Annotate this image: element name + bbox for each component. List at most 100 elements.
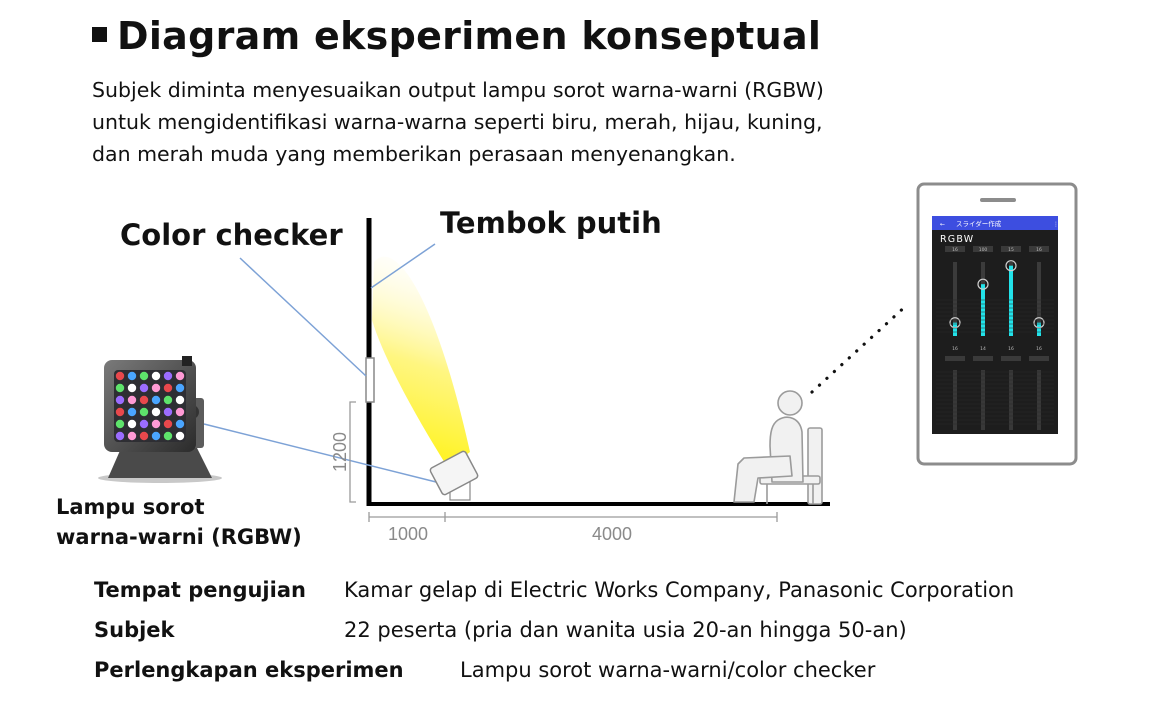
led-dot [115, 431, 125, 441]
slider-label: 16 [1036, 346, 1042, 352]
led-dot [163, 419, 173, 429]
app-back-icon: ← [940, 221, 945, 228]
led-dot [163, 407, 173, 417]
top-value-box [1001, 246, 1021, 252]
led-dot [175, 407, 185, 417]
top-value-box [945, 246, 965, 252]
slider-fill [1009, 265, 1013, 336]
intro-line: untuk mengidentifikasi warna-warna seper… [92, 110, 823, 134]
slider-label: 16 [1008, 346, 1014, 352]
led-dot [139, 395, 149, 405]
led-dot [127, 371, 137, 381]
led-dot [151, 407, 161, 417]
slider-field [973, 356, 993, 361]
led-dot [115, 407, 125, 417]
led-dot [127, 419, 137, 429]
top-value: 15 [1008, 247, 1014, 253]
slider-label: 16 [952, 346, 958, 352]
slider-field [945, 356, 965, 361]
led-dot [175, 395, 185, 405]
slider-fill [953, 322, 957, 336]
intro-paragraph: Subjek diminta menyesuaikan output lampu… [92, 74, 1092, 170]
led-dot [115, 371, 125, 381]
top-value-box [973, 246, 993, 252]
led-dot [127, 431, 137, 441]
info-value: 22 peserta (pria dan wanita usia 20-an h… [344, 618, 907, 642]
floor-spotlight [429, 450, 479, 501]
app-title-bar [932, 216, 1058, 230]
led-dot [115, 419, 125, 429]
info-row-location: Tempat pengujian Kamar gelap di Electric … [94, 578, 1014, 602]
info-key: Tempat pengujian [94, 578, 306, 602]
led-dot [127, 407, 137, 417]
slider-knob[interactable] [977, 278, 989, 290]
led-dot [151, 419, 161, 429]
intro-line: Subjek diminta menyesuaikan output lampu… [92, 78, 824, 102]
led-dot [139, 383, 149, 393]
led-dot [151, 383, 161, 393]
led-dot [163, 395, 173, 405]
info-value: Lampu sorot warna-warni/color checker [460, 658, 876, 682]
led-dot [127, 383, 137, 393]
slider-knob[interactable] [949, 317, 961, 329]
seated-person-icon [733, 390, 823, 505]
bullet-square-icon [92, 27, 107, 42]
height-dimension [349, 401, 356, 503]
page-title-text: Diagram eksperimen konseptual [117, 14, 822, 58]
page-title: Diagram eksperimen konseptual [92, 14, 821, 58]
led-dot [151, 431, 161, 441]
intro-line: dan merah muda yang memberikan perasaan … [92, 142, 736, 166]
info-key: Perlengkapan eksperimen [94, 658, 404, 682]
top-value-box [1029, 246, 1049, 252]
led-dot [151, 371, 161, 381]
slider-field [1029, 356, 1049, 361]
light-beam [372, 256, 470, 468]
led-dot [115, 383, 125, 393]
slider-field [1001, 356, 1021, 361]
top-value: 16 [952, 247, 958, 253]
led-dot [139, 407, 149, 417]
color-checker [365, 357, 375, 403]
lamp-label-line: warna-warni (RGBW) [56, 525, 302, 549]
info-key: Subjek [94, 618, 175, 642]
pointer-line-wall [370, 243, 436, 289]
width-dimension [368, 512, 778, 522]
rgbw-spotlight-photo [98, 356, 222, 483]
led-dot [115, 395, 125, 405]
led-grid [115, 371, 185, 441]
lamp-label-line: Lampu sorot [56, 495, 205, 519]
pointer-line-color-checker [239, 257, 367, 377]
white-wall-label: Tembok putih [440, 206, 662, 240]
slider-fill [981, 284, 985, 336]
led-dot [175, 431, 185, 441]
led-dot [127, 395, 137, 405]
led-dot [175, 383, 185, 393]
top-value: 100 [979, 247, 988, 253]
led-dot [163, 383, 173, 393]
led-dot [163, 371, 173, 381]
slider-label: 14 [980, 346, 986, 352]
distance-label-2: 4000 [592, 524, 632, 544]
mode-label: RGBW [940, 234, 974, 245]
pointer-line-lamp [203, 423, 441, 484]
led-dot [139, 371, 149, 381]
height-dimension-label: 1200 [330, 432, 350, 472]
slider-knob[interactable] [1005, 260, 1017, 272]
led-dot [175, 419, 185, 429]
slider-track[interactable] [1037, 262, 1041, 336]
led-dot [175, 371, 185, 381]
slider-track[interactable] [953, 262, 957, 336]
top-value: 16 [1036, 247, 1042, 253]
led-dot [163, 431, 173, 441]
color-checker-label: Color checker [120, 218, 343, 252]
info-row-subjects: Subjek 22 peserta (pria dan wanita usia 2… [94, 618, 907, 642]
distance-label-1: 1000 [388, 524, 428, 544]
lamp-label: Lampu sorot warna-warni (RGBW) [56, 492, 302, 552]
line-of-sight [810, 302, 910, 394]
app-title: スライダー作成 [956, 219, 1002, 228]
info-value: Kamar gelap di Electric Works Company, P… [344, 578, 1015, 602]
slider-fill [1037, 322, 1041, 336]
slider-knob[interactable] [1033, 317, 1045, 329]
